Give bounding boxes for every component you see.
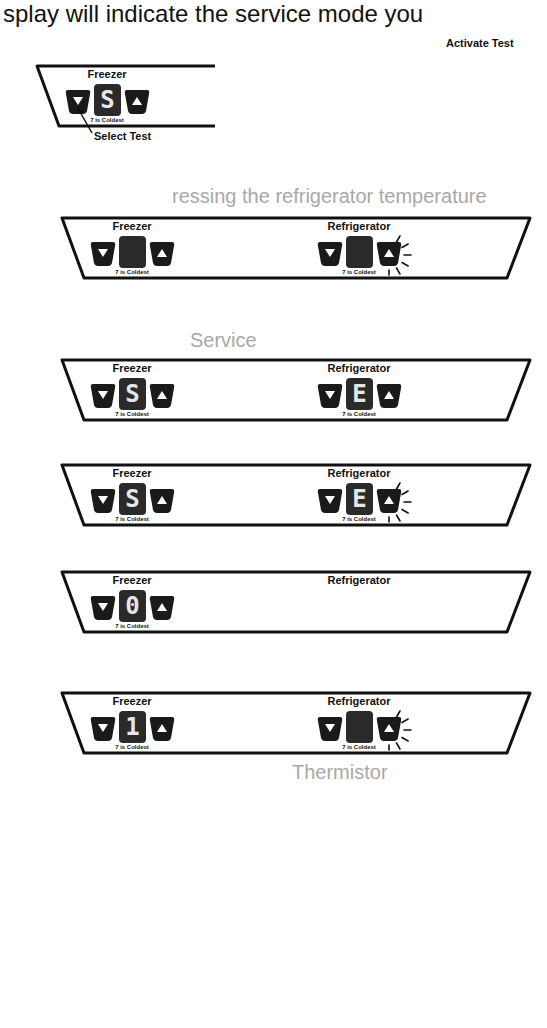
control-panel xyxy=(37,66,215,126)
callout-label: Select Test xyxy=(94,131,151,142)
control-panel: Freezer 0 7 is Coldest Refrigerator xyxy=(62,572,532,634)
panel-graphic xyxy=(318,378,402,410)
scale-note: 7 is Coldest xyxy=(115,411,149,417)
control-panel xyxy=(62,218,530,278)
control-panel xyxy=(62,693,530,753)
control-panel: Freezer 1 7 is Coldest Refrigerator 7 is Col… xyxy=(62,693,532,755)
display-digit: 0 xyxy=(125,594,139,618)
callout-label: Activate Test xyxy=(446,38,514,49)
scale-note: 7 is Coldest xyxy=(115,744,149,750)
display-digit: 1 xyxy=(125,715,139,739)
panel-graphic xyxy=(389,483,411,522)
panel-graphic xyxy=(77,106,84,114)
panel-graphic xyxy=(62,465,530,525)
panel-graphic xyxy=(389,236,411,275)
scale-note: 7 is Coldest xyxy=(342,411,376,417)
control-panel: FreezerS 7 is Coldest RefrigeratorE 7 is Co… xyxy=(62,360,532,422)
scale-note: 7 is Coldest xyxy=(115,516,149,522)
scale-note: 7 is Coldest xyxy=(115,623,149,629)
panel-label: Freezer xyxy=(112,696,151,707)
panel-label: Refrigerator xyxy=(328,575,391,586)
panel-graphic xyxy=(62,218,530,278)
scale-note: 7 is Coldest xyxy=(90,117,124,123)
panel-graphic xyxy=(91,378,175,410)
control-panel xyxy=(62,465,530,525)
control-panel xyxy=(62,360,530,420)
control-panel xyxy=(62,572,530,632)
display-digit: S xyxy=(100,88,114,112)
panel-label: Freezer xyxy=(112,363,151,374)
body-text: splay will indicate the service mode you xyxy=(3,2,423,26)
panel-graphic xyxy=(94,84,121,116)
panel-graphic xyxy=(318,483,402,515)
panel-label: Freezer xyxy=(112,468,151,479)
panel-graphic xyxy=(318,711,402,743)
panel-graphic xyxy=(62,572,530,632)
panel-graphic xyxy=(66,90,91,114)
leader-arrow xyxy=(77,106,92,133)
panel-graphic xyxy=(62,360,530,420)
panel-label: Freezer xyxy=(112,575,151,586)
scale-note: 7 is Coldest xyxy=(115,269,149,275)
display-digit: E xyxy=(352,487,366,511)
panel-graphic xyxy=(91,236,175,268)
panel-graphic xyxy=(37,66,215,126)
faded-text: ressing the refrigerator temperature xyxy=(172,186,487,206)
panel-label: Refrigerator xyxy=(328,363,391,374)
panel-graphic xyxy=(318,236,402,268)
scale-note: 7 is Coldest xyxy=(342,269,376,275)
panel-label: Freezer xyxy=(112,221,151,232)
display-digit: E xyxy=(352,382,366,406)
control-panel: FreezerS 7 is Coldest RefrigeratorE 7 is Co… xyxy=(62,465,532,527)
control-panel: FreezerS 7 is Coldest xyxy=(37,66,217,128)
faded-text: Thermistor xyxy=(292,762,388,782)
display-digit: S xyxy=(125,382,139,406)
display-digit: S xyxy=(125,487,139,511)
panel-graphic xyxy=(91,711,175,743)
control-panel: Freezer 7 is Coldest Refrigerator 7 is Cold… xyxy=(62,218,532,280)
panel-graphic xyxy=(91,590,175,622)
panel-graphic xyxy=(389,711,411,750)
scale-note: 7 is Coldest xyxy=(342,516,376,522)
panel-label: Refrigerator xyxy=(328,696,391,707)
scale-note: 7 is Coldest xyxy=(342,744,376,750)
panel-graphic xyxy=(62,693,530,753)
panel-graphic xyxy=(125,90,150,114)
panel-graphic xyxy=(91,483,175,515)
panel-label: Refrigerator xyxy=(328,221,391,232)
panel-label: Freezer xyxy=(87,69,126,80)
faded-text: Service xyxy=(190,330,257,350)
panel-label: Refrigerator xyxy=(328,468,391,479)
